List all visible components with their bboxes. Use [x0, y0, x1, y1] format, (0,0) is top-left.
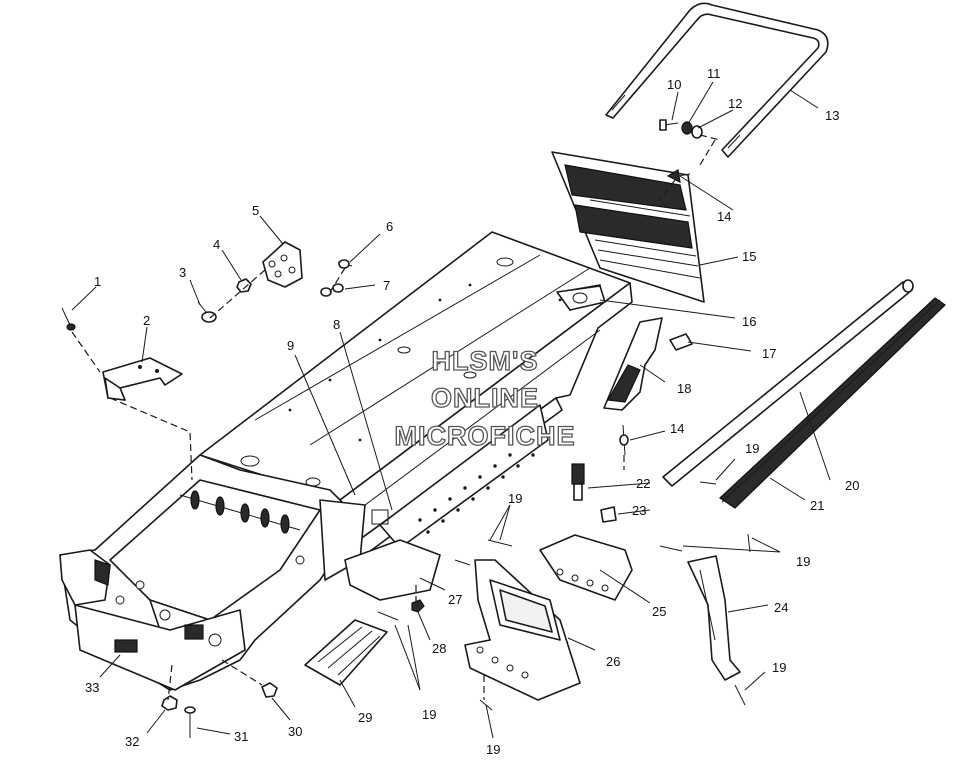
callout-30: 30 — [288, 724, 302, 739]
part-7-screws — [320, 283, 344, 297]
callout-4: 4 — [213, 237, 220, 252]
callout-22: 22 — [636, 476, 650, 491]
callout-18: 18 — [677, 381, 691, 396]
callout-5: 5 — [252, 203, 259, 218]
part-5-plate — [262, 241, 303, 288]
chassis-tunnel — [199, 231, 633, 561]
callout-17: 17 — [762, 346, 776, 361]
callout-19-bottom: 19 — [486, 742, 500, 757]
part-11-washer — [681, 121, 693, 135]
watermark-line-3: MICROFICHE — [395, 421, 576, 451]
part-26-running-board — [464, 559, 581, 701]
part-12-nut — [691, 125, 703, 139]
part-1-rivet — [61, 307, 76, 331]
callout-11: 11 — [707, 66, 721, 81]
callout-labels: 1 2 3 4 5 6 7 8 9 10 11 12 13 14 15 16 1… — [85, 66, 859, 757]
callout-19-bottom-center: 19 — [422, 707, 436, 722]
callout-27: 27 — [448, 592, 462, 607]
callout-19-rail: 19 — [745, 441, 759, 456]
callout-1: 1 — [94, 274, 101, 289]
callout-14-mid: 14 — [670, 421, 684, 436]
part-18-bracket — [603, 317, 663, 411]
watermark: HLSM'S ONLINE MICROFICHE — [394, 345, 576, 451]
callout-19-right: 19 — [796, 554, 810, 569]
part-31-bolt — [184, 706, 196, 738]
part-30-nut — [261, 682, 278, 698]
leader-lines — [71, 81, 831, 739]
part-15-snow-flap — [551, 151, 705, 303]
callout-28: 28 — [432, 641, 446, 656]
part-4-nut — [236, 278, 252, 293]
watermark-line-2: ONLINE — [431, 383, 539, 413]
callout-14-top: 14 — [717, 209, 731, 224]
callout-2: 2 — [143, 313, 150, 328]
callout-24: 24 — [774, 600, 788, 615]
callout-23: 23 — [632, 503, 646, 518]
callout-21: 21 — [810, 498, 824, 513]
part-23-spacer — [600, 506, 617, 523]
part-6-screw — [337, 259, 353, 269]
part-3-bolt — [197, 301, 217, 323]
watermark-line-1: HLSM'S — [432, 346, 539, 376]
callout-33: 33 — [85, 680, 99, 695]
callout-6: 6 — [386, 219, 393, 234]
callout-20: 20 — [845, 478, 859, 493]
part-10-bolt — [659, 119, 679, 131]
part-24-plate — [687, 555, 741, 681]
front-bulkhead — [59, 454, 389, 691]
part-13-rear-grab-handle — [605, 2, 829, 158]
part-2-bracket — [102, 357, 183, 401]
callout-3: 3 — [179, 265, 186, 280]
callout-31: 31 — [234, 729, 248, 744]
part-16-plate — [556, 285, 606, 311]
callout-9: 9 — [287, 338, 294, 353]
callout-7: 7 — [383, 278, 390, 293]
callout-26: 26 — [606, 654, 620, 669]
callout-8: 8 — [333, 317, 340, 332]
callout-10: 10 — [667, 77, 681, 92]
part-28-nut — [411, 599, 425, 613]
part-25-bracket — [539, 534, 633, 601]
callout-32: 32 — [125, 734, 139, 749]
part-17-block — [669, 333, 693, 351]
callout-15: 15 — [742, 249, 756, 264]
callout-12: 12 — [728, 96, 742, 111]
callout-25: 25 — [652, 604, 666, 619]
callout-19-center: 19 — [508, 491, 522, 506]
callout-13: 13 — [825, 108, 839, 123]
part-22-bumper-stop — [571, 463, 585, 501]
part-14-rivet-top — [666, 169, 691, 184]
part-20-rail — [662, 279, 914, 487]
assembly-lines — [71, 179, 676, 701]
part-14-rivet-mid — [619, 424, 629, 456]
part-29-plate — [304, 619, 388, 686]
part-32-nut — [161, 695, 178, 711]
callout-19-lower-right: 19 — [772, 660, 786, 675]
callout-16: 16 — [742, 314, 756, 329]
part-19-rivets — [377, 481, 751, 711]
part-21-strip — [719, 297, 946, 509]
callout-29: 29 — [358, 710, 372, 725]
